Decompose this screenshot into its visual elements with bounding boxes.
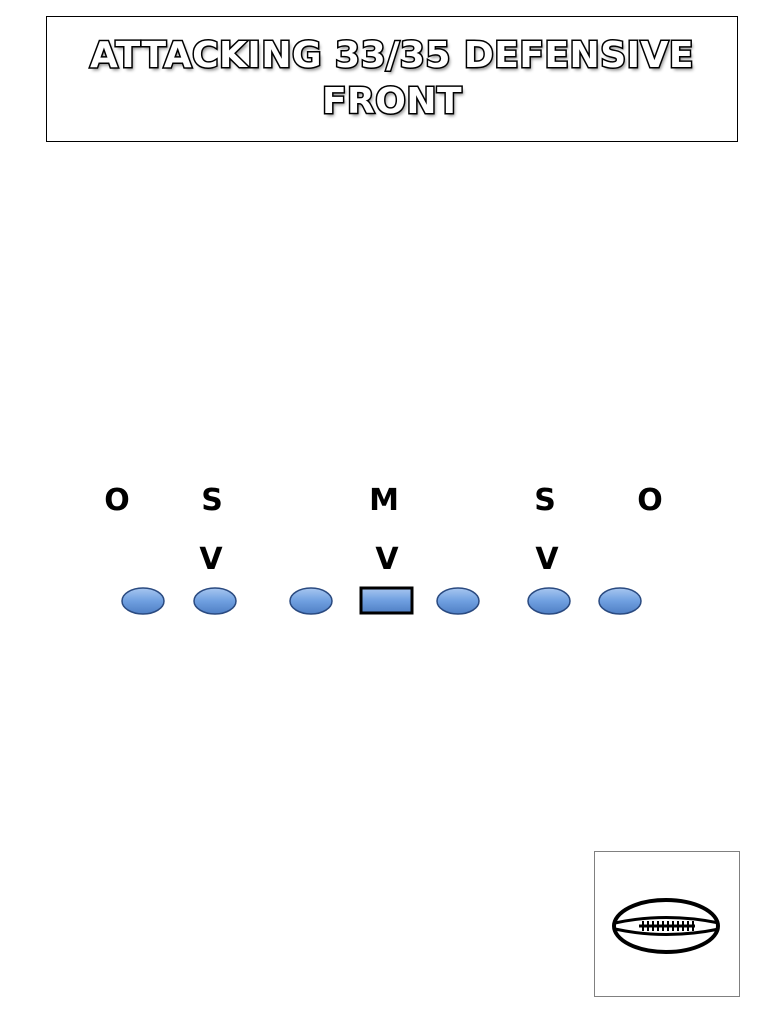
defender-label: M [369,483,399,518]
center-player [359,586,414,615]
defender-label: O [637,483,663,518]
title-line-1: ATTACKING 33/35 DEFENSIVE [89,34,695,78]
defender-label: S [201,483,223,518]
logo-box [594,851,740,997]
offensive-player [598,587,642,615]
offensive-player [436,587,480,615]
defender-label: O [104,483,130,518]
offensive-player [527,587,571,615]
lineman-label: V [199,542,223,577]
offensive-player [289,587,333,615]
offensive-player [121,587,165,615]
lineman-label: V [375,542,399,577]
title-line-2: FRONT [320,80,463,124]
offensive-player [193,587,237,615]
title-box: ATTACKING 33/35 DEFENSIVE FRONT [46,16,738,142]
lineman-label: V [535,542,559,577]
defender-label: S [534,483,556,518]
football-icon [612,898,720,954]
